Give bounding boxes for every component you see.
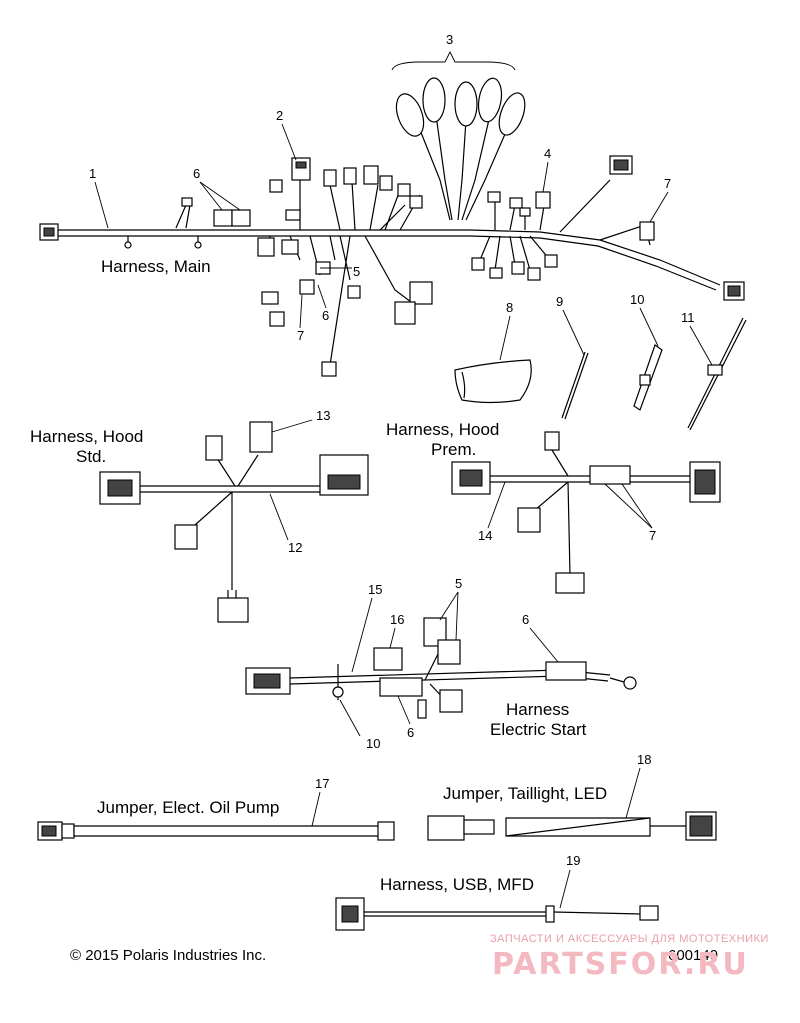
callout-2: 2: [276, 108, 283, 123]
harness-hood-prem: [451, 431, 721, 594]
label-electric-start-2: Electric Start: [490, 720, 587, 739]
callout-1: 1: [89, 166, 96, 181]
callout-13: 13: [316, 408, 330, 423]
harness-usb: [335, 897, 659, 931]
callout-16: 16: [390, 612, 404, 627]
callout-7c: 7: [649, 528, 656, 543]
callout-10b: 10: [366, 736, 380, 751]
label-jumper-oil-pump: Jumper, Elect. Oil Pump: [97, 798, 279, 817]
callout-9: 9: [556, 294, 563, 309]
label-hood-prem-1: Harness, Hood: [386, 420, 499, 439]
callout-12: 12: [288, 540, 302, 555]
watermark-site: PARTSFOR.RU: [492, 947, 749, 982]
callout-6c: 6: [522, 612, 529, 627]
part-9-tie: [561, 351, 589, 420]
callout-15: 15: [368, 582, 382, 597]
part-11-tie: [687, 317, 747, 431]
callout-14: 14: [478, 528, 492, 543]
jumper-taillight: [427, 811, 717, 841]
copyright-text: © 2015 Polaris Industries Inc.: [70, 947, 266, 964]
callout-18: 18: [637, 752, 651, 767]
diagram-code: 600149: [668, 947, 718, 964]
harness-electric-start: [245, 617, 637, 719]
watermark-logo: ЗАПЧАСТИ И АКСЕССУАРЫ ДЛЯ МОТОТЕХНИКИ PA…: [490, 933, 769, 982]
label-hood-std-2: Std.: [76, 447, 106, 466]
callout-7a: 7: [664, 176, 671, 191]
callout-3: 3: [446, 32, 453, 47]
callout-10a: 10: [630, 292, 644, 307]
callout-11: 11: [681, 310, 695, 325]
harness-hood-std: [99, 421, 369, 623]
callout-19: 19: [566, 853, 580, 868]
callout-5a: 5: [353, 264, 360, 279]
label-jumper-taillight: Jumper, Taillight, LED: [443, 784, 607, 803]
callout-7b: 7: [297, 328, 304, 343]
part-10-clip: [633, 344, 663, 411]
label-electric-start-1: Harness: [506, 700, 569, 719]
spark-plug-caps: [395, 77, 526, 221]
callout-5b: 5: [455, 576, 462, 591]
label-hood-prem-2: Prem.: [431, 440, 476, 459]
label-harness-usb: Harness, USB, MFD: [380, 875, 534, 894]
callout-6b: 6: [322, 308, 329, 323]
harness-main-assembly: [39, 77, 745, 377]
callout-4: 4: [544, 146, 551, 161]
callout-8: 8: [506, 300, 513, 315]
label-hood-std-1: Harness, Hood: [30, 427, 143, 446]
callout-6d: 6: [407, 725, 414, 740]
jumper-oil-pump: [37, 821, 395, 841]
watermark-tagline: ЗАПЧАСТИ И АКСЕССУАРЫ ДЛЯ МОТОТЕХНИКИ: [490, 933, 769, 945]
callout-6a: 6: [193, 166, 200, 181]
callout-17: 17: [315, 776, 329, 791]
label-harness-main: Harness, Main: [101, 257, 211, 276]
part-8-boot: [454, 359, 532, 404]
